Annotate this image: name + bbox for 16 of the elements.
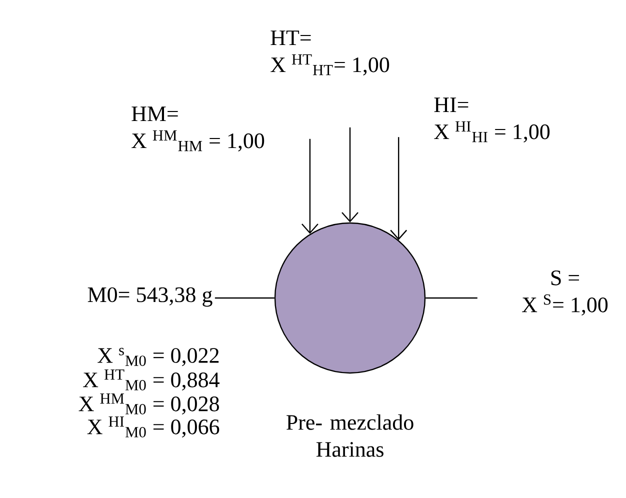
- composition-label: X $^{HT}$$_{M0}$ = 0,884: [83, 370, 220, 390]
- flow-line: [302, 138, 318, 234]
- composition-label: X $^{HI}$$_{M0}$ = 0,066: [87, 416, 220, 438]
- stream-label: HM= X $^{HM}$$_{HM}$ = 1,00: [132, 106, 264, 152]
- stream-label: S = X $^{S}$= 1,00: [522, 270, 608, 316]
- stream-label: HT= X $^{HT}$$_{HT}$= 1,00: [270, 30, 390, 76]
- flow-line: [426, 297, 478, 299]
- flow-line: [342, 127, 358, 222]
- mixer-circle: [274, 222, 426, 374]
- stream-label: HI= X $^{HI}$$_{HI}$ = 1,00: [434, 98, 550, 142]
- stream-label: M0= 543,38 g: [88, 287, 212, 307]
- flow-line: [390, 137, 408, 240]
- composition-label: X $^{s}$$_{M0}$ = 0,022: [98, 348, 219, 366]
- process-label: Pre- mezclado Harinas: [286, 414, 414, 457]
- composition-label: X $^{HM}$$_{M0}$ = 0,028: [78, 394, 219, 414]
- flow-line: [214, 297, 274, 299]
